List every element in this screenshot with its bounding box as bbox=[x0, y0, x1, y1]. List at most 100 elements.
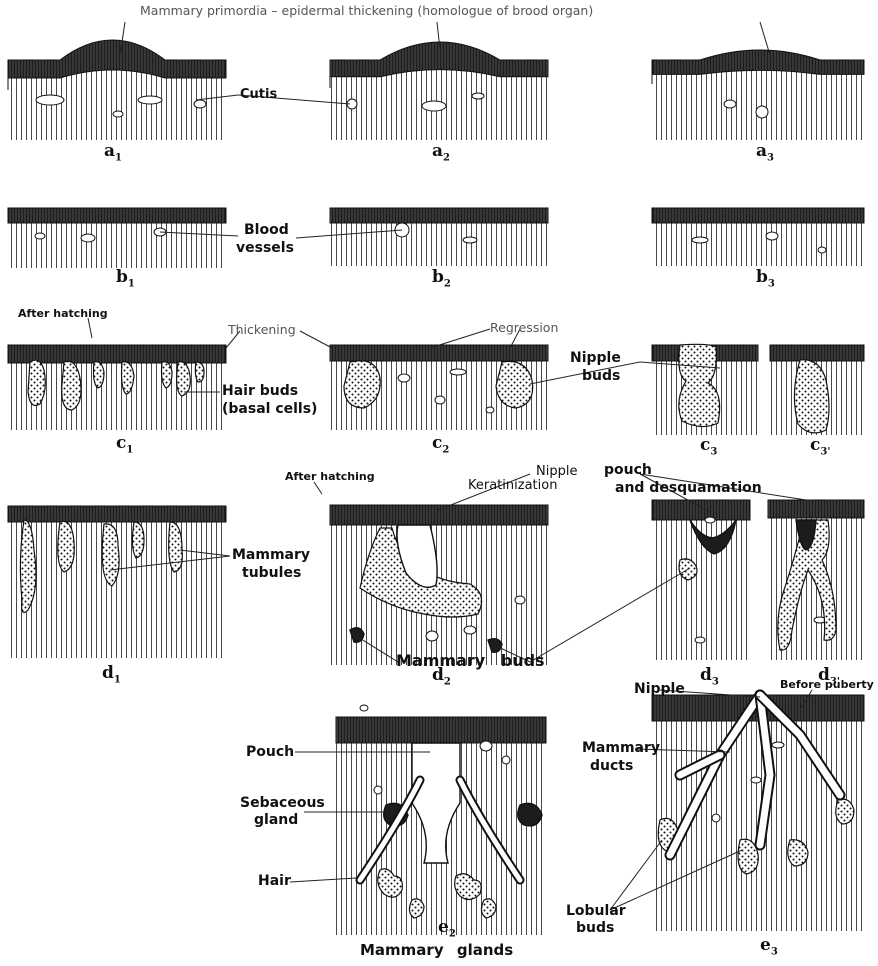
panel-label-a1: a1 bbox=[104, 142, 122, 167]
epidermis-c3b bbox=[770, 345, 864, 361]
epidermis-d1 bbox=[8, 506, 226, 522]
blood-vessel-1 bbox=[36, 95, 64, 105]
blood-vessel-14 bbox=[463, 237, 477, 243]
section-d1 bbox=[8, 506, 226, 658]
label-mammary-glands: Mammary glands bbox=[360, 942, 513, 958]
blood-vessel-24 bbox=[426, 631, 438, 641]
section-b2 bbox=[330, 208, 548, 266]
panel-subscript: 3 bbox=[712, 676, 719, 687]
epidermis-c2 bbox=[330, 345, 548, 361]
panel-subscript: 1 bbox=[128, 278, 135, 289]
blood-vessel-3 bbox=[194, 100, 206, 108]
lobular-bud-27 bbox=[836, 799, 854, 824]
label-mammary-primordia: Mammary primordia – epidermal thickening… bbox=[140, 3, 593, 18]
blood-vessel-16 bbox=[766, 232, 778, 240]
blood-vessel-11 bbox=[81, 234, 95, 242]
label-mammary-ducts-1: Mammary bbox=[582, 740, 660, 756]
epidermis-b2 bbox=[330, 208, 548, 223]
epidermis-c1 bbox=[8, 345, 226, 363]
label-nipple-keratin-1: Nipple bbox=[536, 464, 577, 479]
panel-label-c3': c3' bbox=[810, 436, 830, 461]
section-e3 bbox=[652, 695, 864, 931]
panel-subscript: 3 bbox=[771, 946, 778, 957]
panel-label-a2: a2 bbox=[432, 142, 450, 167]
panel-letter: b bbox=[756, 267, 768, 287]
panel-label-a3: a3 bbox=[756, 142, 774, 167]
blood-vessel-8 bbox=[724, 100, 736, 108]
blood-vessel-23 bbox=[464, 626, 476, 634]
blood-vessel-18 bbox=[398, 374, 410, 382]
epidermis-b3 bbox=[652, 208, 864, 223]
panel-subscript: 2 bbox=[444, 278, 451, 289]
blood-vessel-28 bbox=[705, 517, 715, 523]
dermis-e3 bbox=[652, 695, 864, 931]
leader-line-18 bbox=[314, 482, 322, 494]
panel-subscript: 3 bbox=[710, 446, 717, 457]
epidermis-d3 bbox=[652, 500, 750, 520]
blood-vessel-9 bbox=[756, 106, 768, 118]
hair-bud-7 bbox=[195, 362, 204, 382]
panel-letter: d bbox=[700, 665, 712, 685]
blood-vessel-29 bbox=[480, 741, 492, 751]
blood-vessel-31 bbox=[374, 786, 382, 794]
panel-letter: b bbox=[116, 267, 128, 287]
panel-subscript: 2 bbox=[444, 676, 451, 687]
label-sebaceous-2: gland bbox=[254, 812, 298, 828]
panel-label-c3: c3 bbox=[700, 436, 717, 461]
panel-subscript: 2 bbox=[443, 152, 450, 163]
blood-vessel-7 bbox=[472, 93, 484, 99]
label-nipple-keratin-2: Keratinization bbox=[468, 478, 557, 493]
panel-label-b1: b1 bbox=[116, 268, 135, 293]
blood-vessel-2 bbox=[138, 96, 162, 104]
panel-letter: a bbox=[756, 141, 767, 161]
panel-label-d2: d2 bbox=[432, 666, 451, 691]
panel-subscript: 1 bbox=[114, 674, 121, 685]
label-hair-buds-2: (basal cells) bbox=[222, 401, 317, 417]
panel-letter: b bbox=[432, 267, 444, 287]
label-pouch-2: and desquamation bbox=[615, 480, 762, 496]
blood-vessel-20 bbox=[435, 396, 445, 404]
blood-vessel-6 bbox=[422, 101, 446, 111]
panel-subscript: 3 bbox=[768, 278, 775, 289]
panel-label-d3': d3' bbox=[818, 666, 840, 691]
label-sebaceous-1: Sebaceous bbox=[240, 795, 325, 811]
label-mammary-buds: Mammary buds bbox=[396, 653, 545, 669]
hair-bud-3 bbox=[94, 362, 105, 388]
leader-line-15 bbox=[88, 318, 92, 338]
section-a2 bbox=[330, 42, 548, 140]
blood-vessel-30 bbox=[502, 756, 510, 764]
panel-letter: c bbox=[432, 433, 442, 453]
panel-subscript: 1 bbox=[126, 444, 133, 455]
panel-letter: d bbox=[432, 665, 444, 685]
panel-subscript: 2 bbox=[442, 444, 449, 455]
blood-vessel-17 bbox=[818, 247, 826, 253]
blood-vessel-21 bbox=[486, 407, 494, 413]
blood-vessel-35 bbox=[712, 814, 720, 822]
blood-vessel-32 bbox=[751, 777, 761, 783]
label-hair: Hair bbox=[258, 873, 291, 889]
hair-bud-5 bbox=[162, 362, 173, 388]
label-after-hatching-d2: After hatching bbox=[285, 470, 375, 483]
blood-vessel-15 bbox=[692, 237, 708, 243]
label-nipple-buds-2: buds bbox=[582, 368, 620, 384]
label-nipple-e3: Nipple bbox=[634, 681, 685, 697]
label-nipple-buds-1: Nipple bbox=[570, 350, 621, 366]
epidermis-e2 bbox=[336, 717, 546, 743]
label-hair-buds-1: Hair buds bbox=[222, 383, 298, 399]
mammary-tubule-15 bbox=[132, 522, 144, 558]
label-lobular-1: Lobular bbox=[566, 903, 626, 919]
panel-letter: c bbox=[700, 435, 710, 455]
panel-letter: d bbox=[818, 665, 830, 685]
panel-letter: e bbox=[760, 935, 771, 955]
blood-vessel-34 bbox=[772, 742, 784, 748]
panel-letter: d bbox=[102, 663, 114, 683]
blood-vessel-4 bbox=[113, 111, 123, 117]
label-after-hatching-c1: After hatching bbox=[18, 307, 108, 320]
panel-label-b2: b2 bbox=[432, 268, 451, 293]
panel-subscript: 1 bbox=[115, 152, 122, 163]
blood-vessel-10 bbox=[35, 233, 45, 239]
epidermis-d3b bbox=[768, 500, 864, 518]
label-lobular-2: buds bbox=[576, 920, 614, 936]
label-regression: Regression bbox=[490, 320, 558, 335]
label-blood: Blood bbox=[244, 222, 289, 238]
